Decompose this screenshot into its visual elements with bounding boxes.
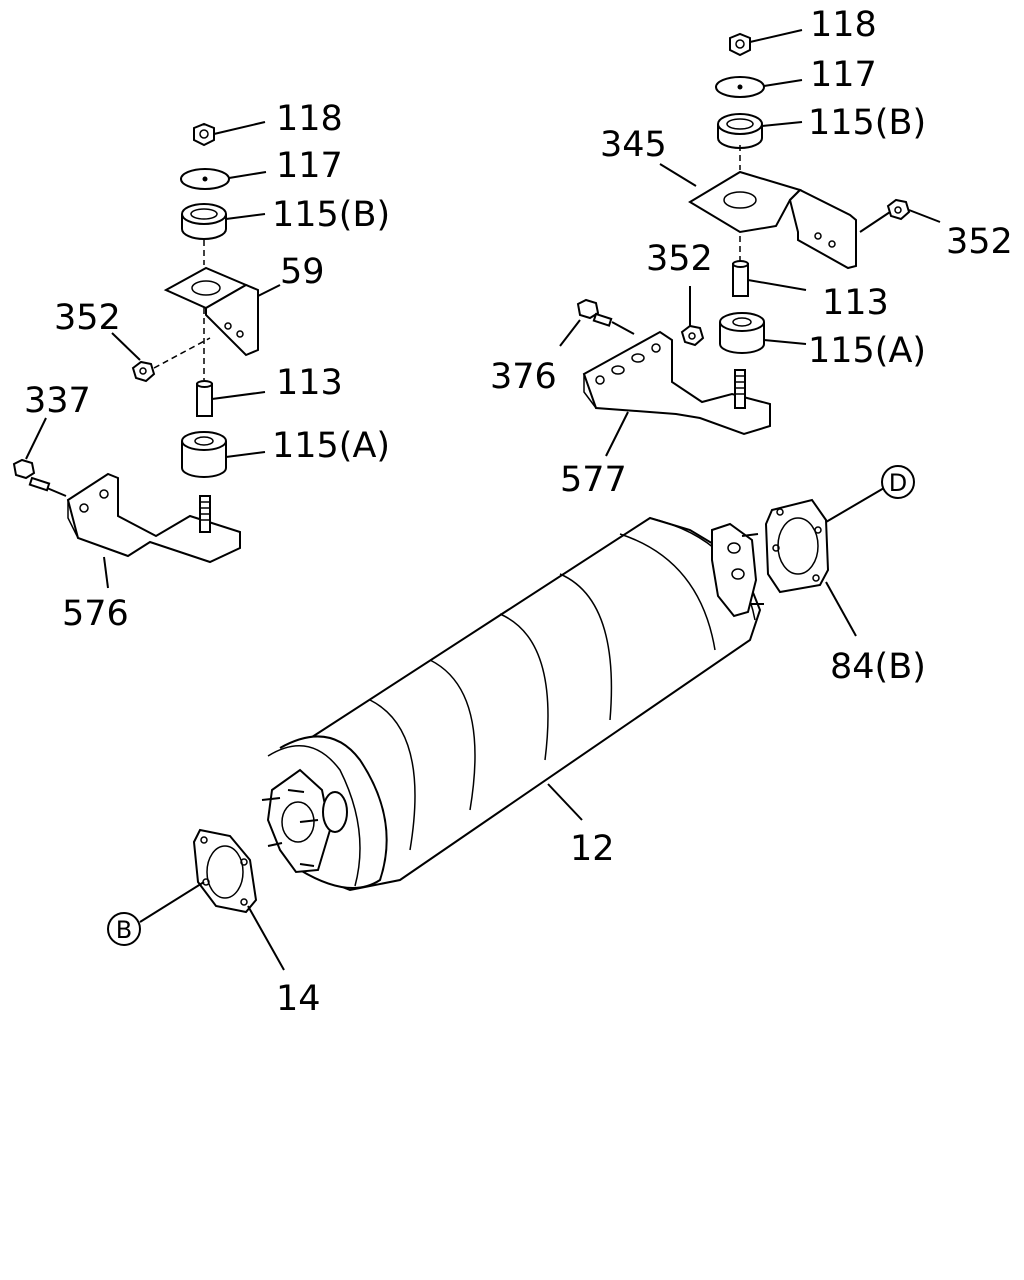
label-376: 376 (490, 357, 557, 397)
connector-b: B (107, 912, 141, 946)
label-345: 345 (600, 125, 667, 165)
label-59: 59 (280, 252, 325, 292)
part-59-bracket (163, 266, 259, 357)
part-115b-left-bushing (181, 203, 227, 240)
label-113-right: 113 (822, 283, 889, 323)
part-113-left-sleeve (196, 380, 213, 417)
part-352-upper-nut (680, 324, 705, 347)
label-118-left: 118 (276, 99, 343, 139)
right-mount-assembly (559, 29, 941, 457)
part-14-gasket (192, 828, 258, 914)
svg-text:B: B (116, 916, 132, 944)
part-118-right-nut (729, 32, 751, 57)
part-576-bracket (66, 472, 241, 564)
part-115b-right-bushing (717, 113, 763, 149)
part-84b-gasket (764, 498, 830, 594)
label-84b: 84(B) (830, 647, 926, 687)
part-12-muffler (261, 516, 764, 892)
label-352-left: 352 (54, 298, 121, 338)
label-115b-left: 115(B) (272, 195, 390, 235)
svg-text:D: D (889, 469, 907, 497)
part-117-right-washer (715, 76, 765, 98)
label-352-right: 352 (946, 222, 1013, 262)
label-115b-right: 115(B) (808, 103, 926, 143)
connector-d: D (881, 465, 915, 499)
label-14: 14 (276, 979, 321, 1019)
part-117-left-washer (180, 168, 230, 190)
part-337-bolt (12, 458, 51, 492)
label-115a-right: 115(A) (808, 331, 926, 371)
part-345-bracket (688, 170, 857, 270)
label-576: 576 (62, 594, 129, 634)
label-118-right: 118 (810, 5, 877, 45)
part-113-right-sleeve (732, 260, 749, 297)
part-118-left-nut (193, 122, 215, 147)
part-577-bracket (582, 330, 771, 436)
label-117-left: 117 (276, 146, 343, 186)
label-337: 337 (24, 381, 91, 421)
part-115a-right-bushing (719, 312, 765, 354)
part-376-bolt (576, 298, 613, 327)
part-115a-left-bushing (181, 431, 227, 478)
label-113-left: 113 (276, 363, 343, 403)
label-352-right-top: 352 (646, 239, 713, 279)
part-352-left-nut (131, 360, 156, 383)
part-352-right-nut (886, 198, 911, 221)
label-115a-left: 115(A) (272, 426, 390, 466)
label-117-right: 117 (810, 55, 877, 95)
label-577: 577 (560, 460, 627, 500)
label-12: 12 (570, 829, 615, 869)
left-mount-assembly (12, 121, 281, 589)
